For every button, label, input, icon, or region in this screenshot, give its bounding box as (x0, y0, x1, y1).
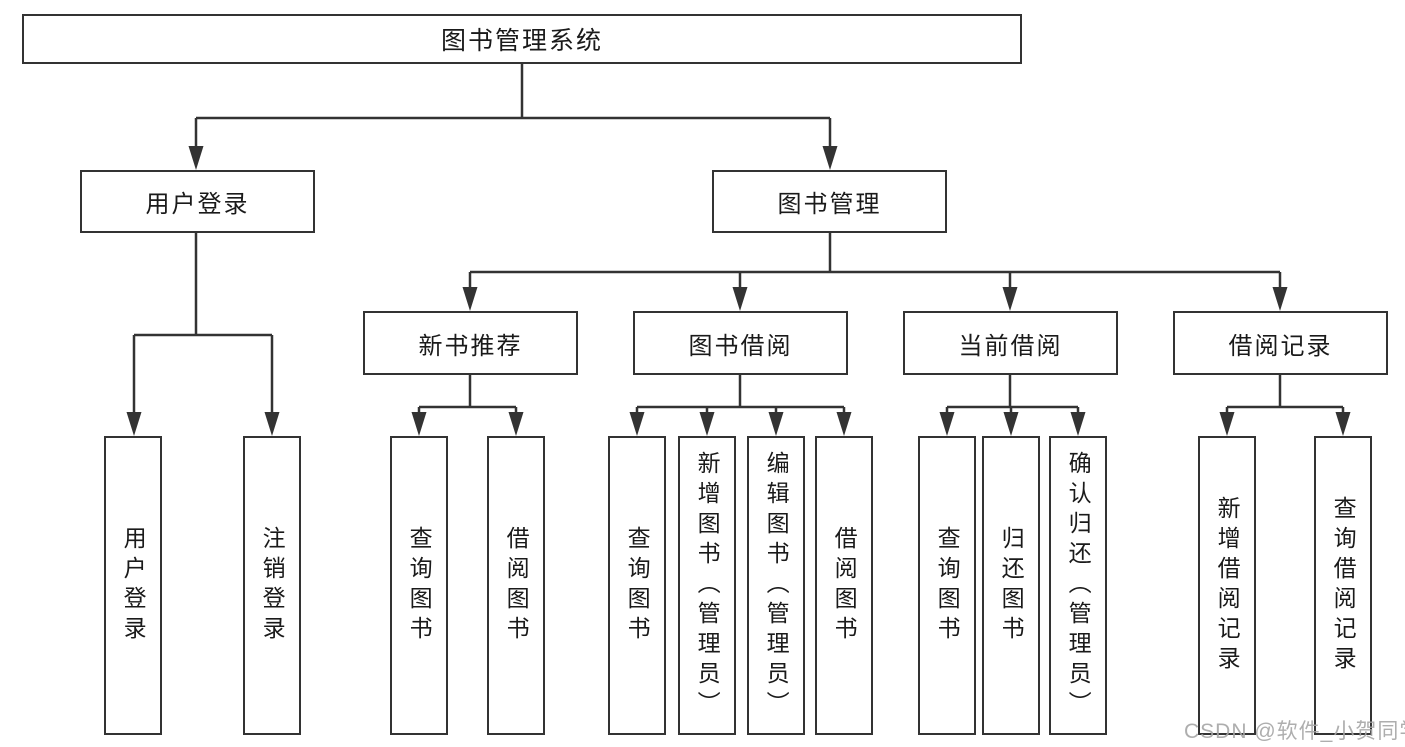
node-query-borrow-record-label: 查询借阅记录 (1330, 495, 1357, 676)
node-borrow-books: 借阅图书 (815, 436, 873, 735)
node-query-books-borrow-label: 查询图书 (624, 525, 651, 646)
node-root: 图书管理系统 (22, 14, 1022, 64)
node-query-books-current-label: 查询图书 (934, 525, 961, 646)
node-edit-book-admin: 编辑图书（管理员） (747, 436, 805, 735)
node-login: 用户登录 (104, 436, 162, 735)
node-borrow-books-recommend-label: 借阅图书 (503, 525, 530, 646)
node-query-books-current: 查询图书 (918, 436, 976, 735)
node-return-book: 归还图书 (982, 436, 1040, 735)
node-new-book-recommend: 新书推荐 (363, 311, 578, 375)
node-borrow-records: 借阅记录 (1173, 311, 1388, 375)
node-borrow-books-label: 借阅图书 (831, 525, 858, 646)
node-book-borrow: 图书借阅 (633, 311, 848, 375)
node-borrow-books-recommend: 借阅图书 (487, 436, 545, 735)
node-add-book-admin-label: 新增图书（管理员） (694, 450, 721, 721)
arrowheads (126, 146, 1351, 436)
node-add-borrow-record-label: 新增借阅记录 (1214, 495, 1241, 676)
node-edit-book-admin-label: 编辑图书（管理员） (763, 450, 790, 721)
node-add-borrow-record: 新增借阅记录 (1198, 436, 1256, 735)
node-book-management: 图书管理 (712, 170, 947, 233)
node-current-borrow: 当前借阅 (903, 311, 1118, 375)
node-query-books-borrow: 查询图书 (608, 436, 666, 735)
node-confirm-return-admin: 确认归还（管理员） (1049, 436, 1107, 735)
node-query-books-recommend: 查询图书 (390, 436, 448, 735)
node-confirm-return-admin-label: 确认归还（管理员） (1065, 450, 1092, 721)
csdn-watermark: CSDN @软件_小贺同学 (1184, 720, 1405, 743)
node-user-login: 用户登录 (80, 170, 315, 233)
node-logout-label: 注销登录 (259, 525, 286, 646)
node-query-borrow-record: 查询借阅记录 (1314, 436, 1372, 735)
node-add-book-admin: 新增图书（管理员） (678, 436, 736, 735)
node-logout: 注销登录 (243, 436, 301, 735)
node-query-books-recommend-label: 查询图书 (406, 525, 433, 646)
node-login-label: 用户登录 (120, 525, 147, 646)
node-return-book-label: 归还图书 (998, 525, 1025, 646)
